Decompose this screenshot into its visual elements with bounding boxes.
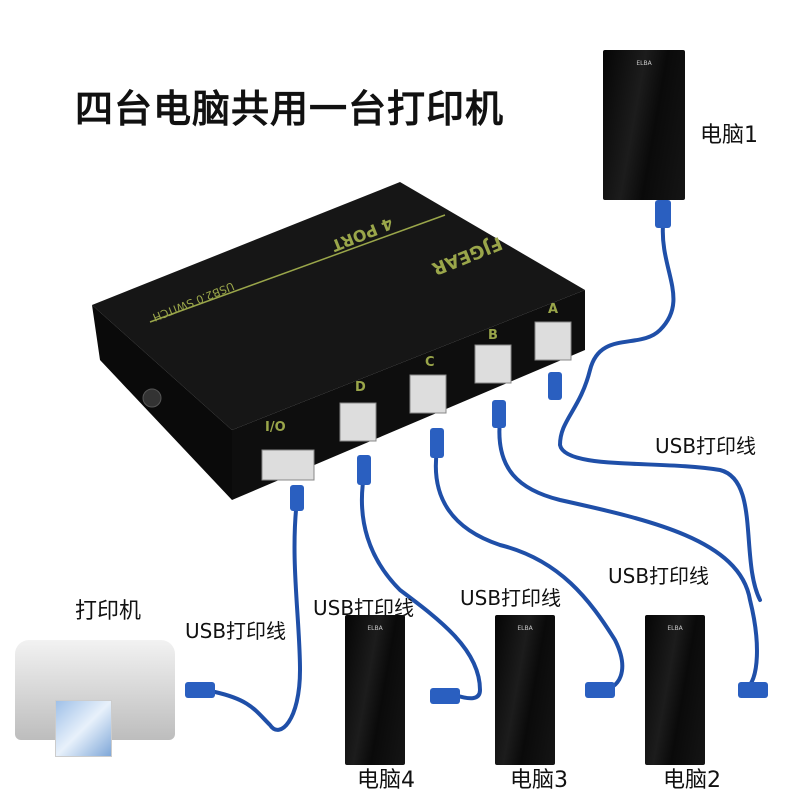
computer-1-label: 电脑1 — [700, 123, 758, 148]
cable-pc3 — [433, 448, 625, 692]
printer-label: 打印机 — [75, 599, 142, 624]
port-io — [261, 449, 315, 481]
plug-c — [430, 428, 444, 458]
cable-label-printer: USB打印线 — [185, 619, 287, 643]
port-d — [339, 402, 377, 442]
computer-2: ELBA — [645, 615, 705, 765]
port-label-c: C — [425, 355, 435, 370]
plug-a — [548, 372, 562, 400]
port-label-d: D — [355, 380, 366, 395]
plug-printer — [185, 682, 215, 698]
cable-label-pc3: USB打印线 — [460, 586, 562, 610]
cable-pc2 — [497, 418, 759, 692]
printer-paper — [55, 700, 112, 757]
computer-4-label: 电脑4 — [357, 768, 415, 793]
port-a — [534, 321, 572, 361]
printer — [15, 640, 175, 757]
plug-b — [492, 400, 506, 428]
port-c — [409, 374, 447, 414]
port-label-b: B — [488, 328, 498, 343]
cable-printer — [213, 498, 303, 732]
computer-2-label: 电脑2 — [663, 768, 721, 793]
port-b — [474, 344, 512, 384]
plug-d — [357, 455, 371, 485]
port-label-a: A — [548, 302, 559, 317]
cable-label-pc1: USB打印线 — [655, 434, 757, 458]
port-label-io: I/O — [265, 420, 286, 435]
plug-pc2 — [738, 682, 768, 698]
computer-3: ELBA — [495, 615, 555, 765]
computer-1: ELBA — [603, 50, 685, 200]
plug-io — [290, 485, 304, 511]
cable-pc1 — [557, 223, 762, 602]
cable-label-pc2: USB打印线 — [608, 564, 710, 588]
cable-label-pc4: USB打印线 — [313, 596, 415, 620]
power-jack — [142, 388, 162, 408]
cable-pc4 — [360, 468, 483, 701]
plug-pc3 — [585, 682, 615, 698]
plug-pc1 — [655, 200, 671, 228]
computer-4: ELBA — [345, 615, 405, 765]
computer-3-label: 电脑3 — [510, 768, 568, 793]
plug-pc4 — [430, 688, 460, 704]
page-title: 四台电脑共用一台打印机 — [75, 87, 505, 131]
